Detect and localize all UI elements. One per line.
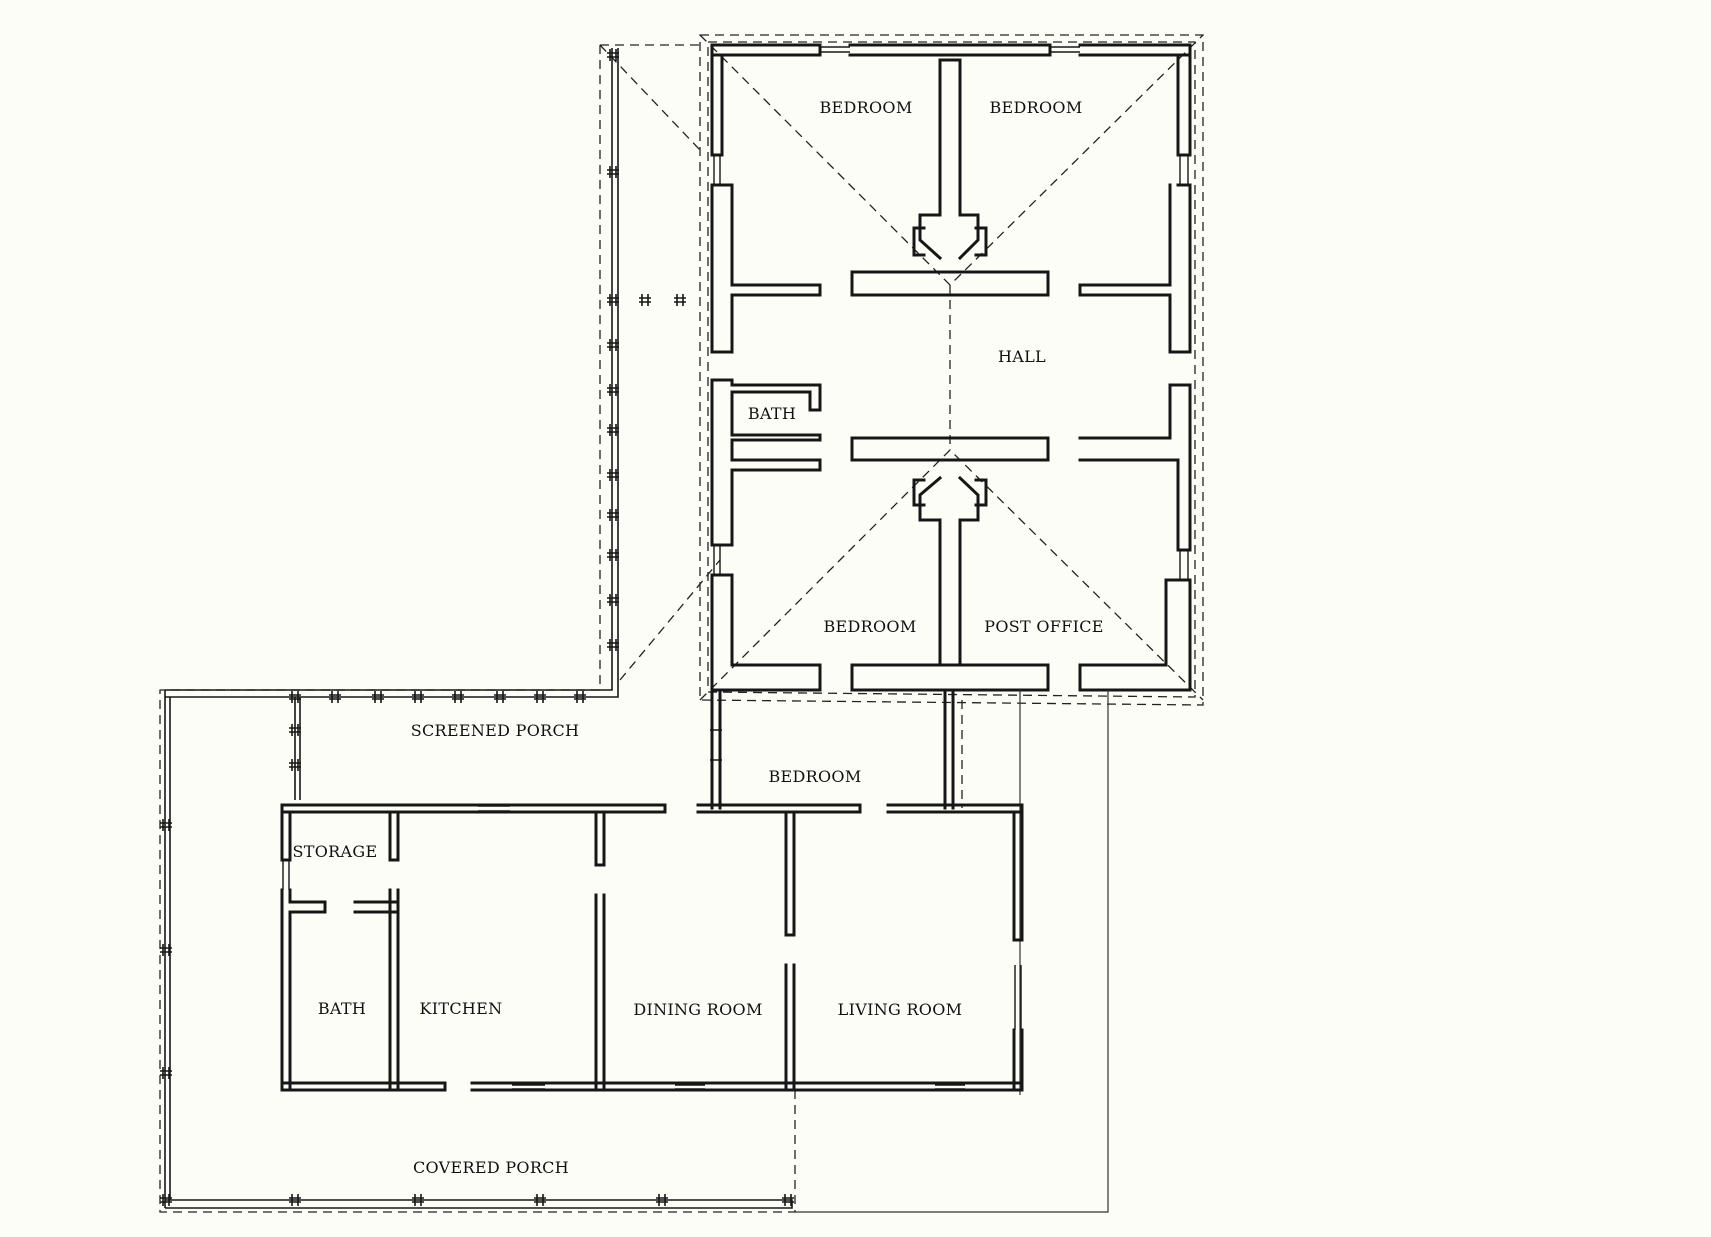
label-bedroom-middle: BEDROOM (768, 767, 861, 786)
room-labels: BEDROOM BEDROOM HALL BATH BEDROOM POST O… (293, 98, 1104, 1177)
porch-post (160, 944, 172, 956)
porch-post (329, 691, 341, 703)
label-bedroom-sw: BEDROOM (823, 617, 916, 636)
porch-post (574, 691, 586, 703)
porch-post (607, 294, 619, 306)
porch-post (607, 639, 619, 651)
label-covered-porch: COVERED PORCH (413, 1158, 569, 1177)
porch-post (607, 166, 619, 178)
porch-post (607, 339, 619, 351)
label-bedroom-ne: BEDROOM (989, 98, 1082, 117)
porch-post (607, 384, 619, 396)
porch-post (607, 594, 619, 606)
porch-post (289, 1194, 301, 1206)
label-kitchen: KITCHEN (420, 999, 503, 1018)
porch-post (372, 691, 384, 703)
porch-post (607, 469, 619, 481)
porch-post (607, 49, 619, 61)
porch-post (160, 819, 172, 831)
label-bath-upper: BATH (748, 404, 796, 423)
porch-posts (160, 49, 794, 1206)
porch-post (607, 509, 619, 521)
screened-porch-screens (164, 48, 793, 1209)
label-bedroom-nw: BEDROOM (819, 98, 912, 117)
middle-bedroom-walls (710, 688, 1109, 1213)
lower-block-walls (280, 803, 1024, 1092)
label-post-office: POST OFFICE (984, 617, 1103, 636)
porch-post (452, 691, 464, 703)
porch-post (607, 424, 619, 436)
porch-post (289, 759, 301, 771)
porch-post (534, 691, 546, 703)
label-dining-room: DINING ROOM (633, 1000, 762, 1019)
porch-post (289, 691, 301, 703)
porch-post (656, 1194, 668, 1206)
upper-block-walls (710, 43, 1192, 692)
porch-post (674, 294, 686, 306)
roof-outline (159, 34, 1204, 1213)
porch-post (289, 724, 301, 736)
porch-post (412, 691, 424, 703)
porch-post (160, 1194, 172, 1206)
label-hall: HALL (998, 347, 1046, 366)
porch-post (412, 1194, 424, 1206)
label-living-room: LIVING ROOM (838, 1000, 963, 1019)
porch-post (494, 691, 506, 703)
label-bath-lower: BATH (318, 999, 366, 1018)
porch-post (639, 294, 651, 306)
label-storage: STORAGE (293, 842, 378, 861)
label-screened-porch: SCREENED PORCH (411, 721, 580, 740)
porch-post (160, 1067, 172, 1079)
porch-post (607, 549, 619, 561)
porch-post (534, 1194, 546, 1206)
porch-post (782, 1194, 794, 1206)
